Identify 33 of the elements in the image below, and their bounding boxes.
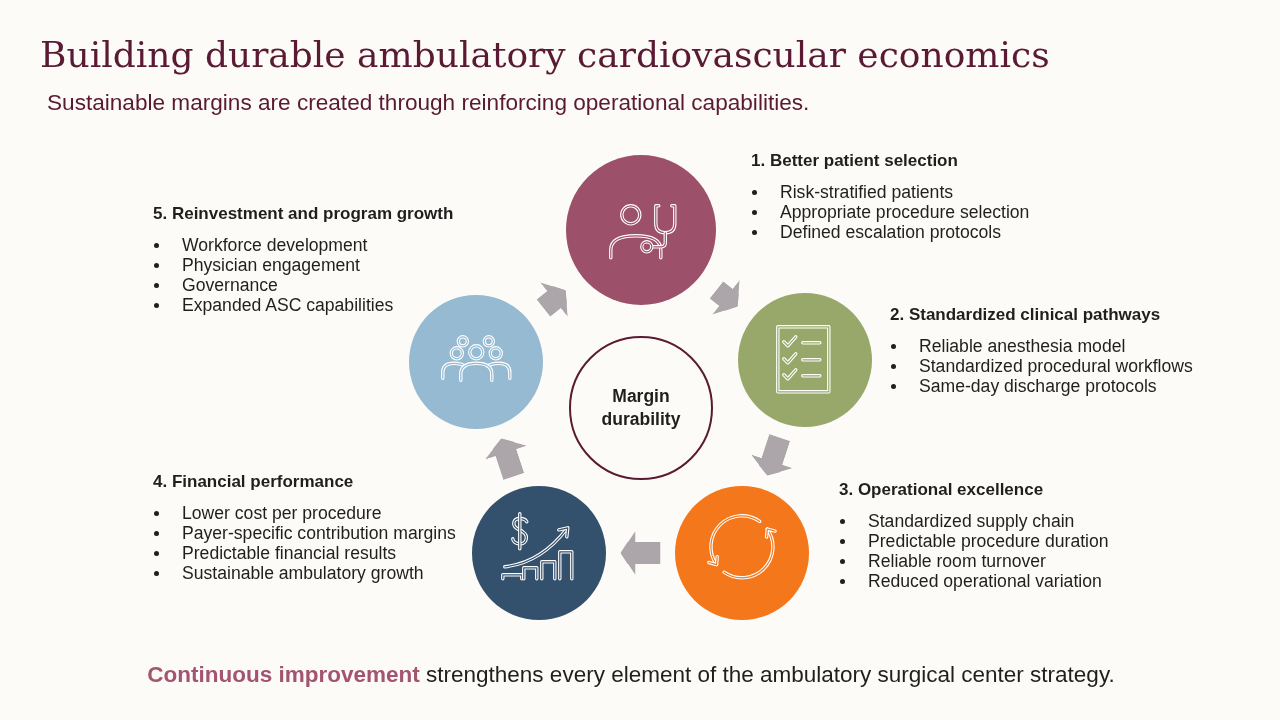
bullet-item: Standardized supply chain [839,511,1109,531]
bullet-item: Predictable financial results [153,543,456,563]
step-heading: 3. Operational excellence [839,480,1045,500]
bullet-item: Reduced operational variation [839,571,1109,591]
step-heading: 4. Financial performance [153,472,355,492]
bullet-item: Physician engagement [153,255,454,275]
block-arrow [751,434,793,476]
bullet-item: Predictable procedure duration [839,531,1109,551]
bullet-item: Reliable anesthesia model [890,336,1193,356]
bullet-item: Appropriate procedure selection [751,202,1030,222]
block-arrow [536,281,569,317]
center-label: Margin durability [600,385,682,431]
bullet-item: Sustainable ambulatory growth [153,563,456,583]
step-heading: 5. Reinvestment and program growth [153,204,454,224]
bullet-item: Reliable room turnover [839,551,1109,571]
bullet-item: Standardized procedural workflows [890,356,1193,376]
block-arrow [485,438,527,480]
bullet-item: Expanded ASC capabilities [153,295,454,315]
center-circle [569,336,713,480]
step-heading: 1. Better patient selection [751,151,959,171]
bullet-item: Workforce development [153,235,454,255]
bullet-item: Defined escalation protocols [751,222,1030,242]
block-arrow [620,531,661,575]
bullet-item: Payer-specific contribution margins [153,523,456,543]
bullet-item: Risk-stratified patients [751,182,1030,202]
bullet-item: Lower cost per procedure [153,503,456,523]
footer-note: Continuous improvement strengthens every element of the ambulatory surgical center strategy. [147,661,1115,689]
title: Building durable ambulatory cardiovascular economics [40,33,1050,77]
bullet-item: Same-day discharge protocols [890,376,1193,396]
bullet-item: Governance [153,275,454,295]
step-heading: 2. Standardized clinical pathways [890,305,1162,325]
subtitle: Sustainable margins are created through reinforcing operational capabilities. [47,90,810,116]
block-arrow [709,280,741,316]
